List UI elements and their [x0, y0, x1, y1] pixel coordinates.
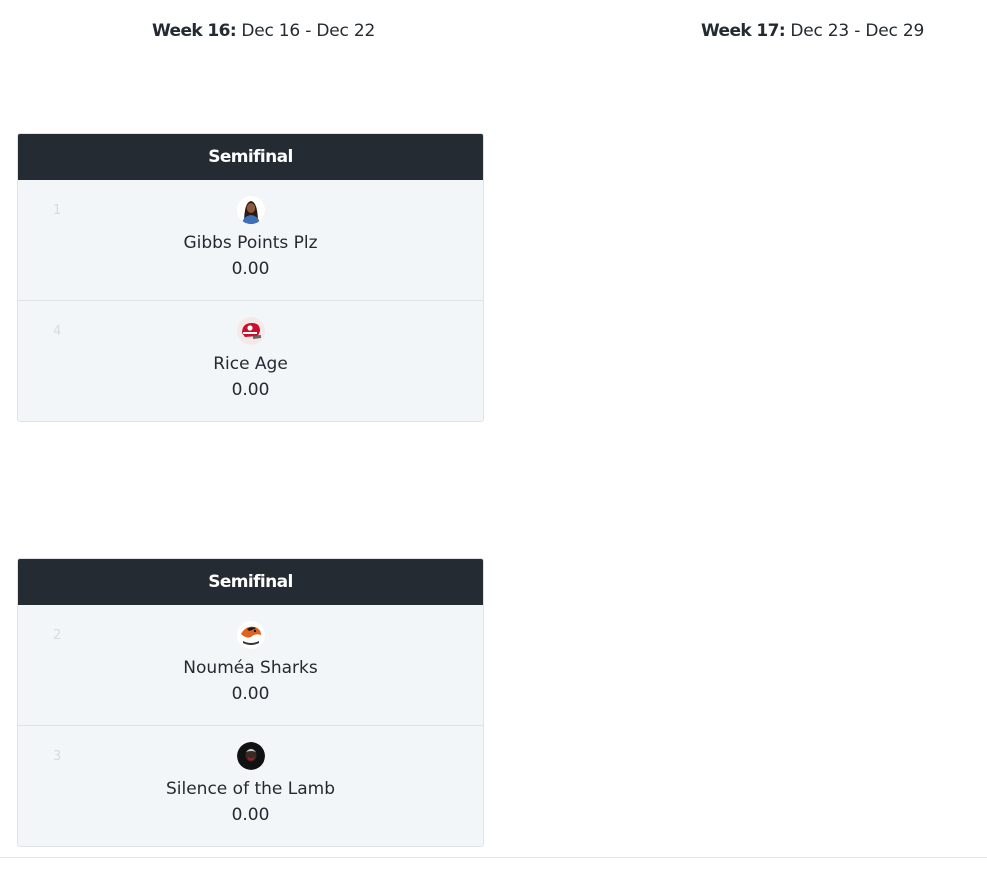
matchup-title: Semifinal	[18, 134, 483, 180]
bird-logo-icon	[236, 621, 265, 649]
dark-portrait-icon	[236, 742, 265, 770]
team-seed: 1	[53, 203, 62, 218]
team-row[interactable]: 1 Gibbs Points Plz 0.00	[18, 180, 483, 300]
semifinal-matchup-1[interactable]: Semifinal 1 Gibbs Points Plz 0.00 4 Rice…	[17, 133, 484, 422]
team-score: 0.00	[231, 684, 270, 704]
week-dates: Dec 23 - Dec 29	[790, 21, 925, 41]
team-name[interactable]: Rice Age	[213, 354, 288, 374]
team-row[interactable]: 3 Silence of the Lamb 0.00	[18, 725, 483, 846]
team-row[interactable]: 2 Nouméa Sharks 0.00	[18, 605, 483, 725]
week-label: Week 16:	[152, 21, 237, 41]
team-name[interactable]: Gibbs Points Plz	[183, 233, 318, 253]
week-label: Week 17:	[701, 21, 786, 41]
bottom-divider	[0, 857, 987, 858]
player-portrait-icon	[236, 196, 265, 224]
team-name[interactable]: Nouméa Sharks	[183, 658, 318, 678]
matchup-title: Semifinal	[18, 559, 483, 605]
week-16-header: Week 16: Dec 16 - Dec 22	[152, 20, 375, 42]
team-row[interactable]: 4 Rice Age 0.00	[18, 300, 483, 421]
team-seed: 2	[53, 628, 62, 643]
week-17-header: Week 17: Dec 23 - Dec 29	[701, 20, 924, 42]
team-seed: 4	[53, 324, 62, 339]
team-name[interactable]: Silence of the Lamb	[165, 779, 335, 799]
team-score: 0.00	[231, 380, 270, 400]
week-dates: Dec 16 - Dec 22	[241, 21, 376, 41]
team-score: 0.00	[231, 259, 270, 279]
semifinal-matchup-2[interactable]: Semifinal 2 Nouméa Sharks 0.00 3 Silence…	[17, 558, 484, 847]
chiefs-helmet-icon	[236, 317, 265, 345]
team-seed: 3	[53, 749, 62, 764]
team-score: 0.00	[231, 805, 270, 825]
